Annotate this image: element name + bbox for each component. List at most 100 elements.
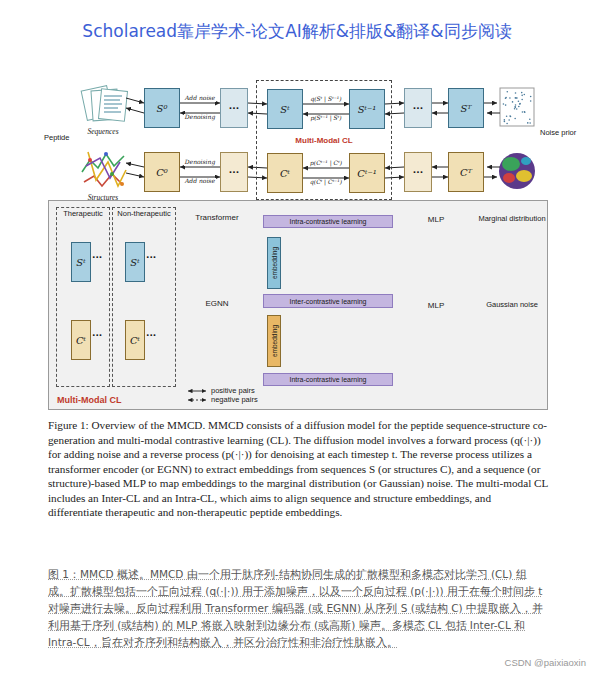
detail-panel: Multi-Modal CLTherapeuticSᵗCᵗNon-therape… bbox=[48, 200, 548, 410]
ellipsis: ··· bbox=[146, 330, 156, 340]
sequence-box: Sᵗ bbox=[71, 242, 91, 282]
node-text: Marginal distribution bbox=[477, 215, 547, 223]
connector bbox=[126, 173, 144, 177]
edge-label: q(Sᵗ | Sᵗ⁻¹) bbox=[309, 96, 342, 103]
node-text: Cᵗ⁻¹ bbox=[357, 168, 376, 179]
legend-sample bbox=[186, 388, 208, 394]
legend-text: positive pairs bbox=[211, 386, 255, 395]
anchor-area bbox=[78, 148, 126, 188]
connector bbox=[126, 163, 144, 167]
anchor-area bbox=[183, 315, 249, 377]
anchor-area bbox=[479, 327, 541, 375]
structure-box: Cᵗ bbox=[71, 320, 91, 360]
edge-label: p(Sᵗ⁻¹ | Sᵗ) bbox=[309, 115, 342, 122]
node-text: EGNN bbox=[179, 299, 255, 308]
noise-sequence-icon bbox=[500, 88, 534, 126]
node-text: Inter-contrastive learning bbox=[289, 298, 366, 305]
structure-box: Cᵗ bbox=[267, 153, 303, 193]
network-block: Transformer bbox=[179, 213, 255, 295]
anchor-area bbox=[183, 229, 249, 291]
ellipsis: ··· bbox=[92, 252, 102, 262]
sequence-box: Sᵗ bbox=[267, 89, 303, 129]
ellipsis: ··· bbox=[146, 252, 156, 262]
legend-sample bbox=[186, 397, 208, 403]
node-text: ··· bbox=[413, 167, 423, 177]
ellipsis-box: ··· bbox=[404, 88, 432, 128]
node-text: embedding bbox=[271, 325, 278, 357]
node-text: Intra-contrastive learning bbox=[289, 218, 366, 225]
node-text: Sᵗ bbox=[76, 257, 85, 268]
plot-node: Gaussian noise bbox=[477, 301, 547, 381]
noise-structure-icon bbox=[499, 153, 535, 189]
ellipsis: ··· bbox=[92, 330, 102, 340]
connector bbox=[432, 103, 448, 104]
legend-row: negative pairs bbox=[186, 395, 258, 404]
node-text: Multi-Modal CL bbox=[295, 136, 352, 145]
structure-box: Cᵀ bbox=[448, 152, 484, 192]
node-text: ··· bbox=[229, 103, 239, 113]
embedding-box: embedding bbox=[267, 315, 281, 367]
network-block: MLP bbox=[401, 301, 471, 381]
node-text: Cᵗ bbox=[76, 335, 86, 346]
anchor-area bbox=[403, 317, 465, 375]
header-title: Scholaread靠岸学术-论文AI解析&排版&翻译&同步阅读 bbox=[0, 20, 594, 43]
plot-node: Marginal distribution bbox=[477, 215, 547, 291]
node-text: Multi-Modal CL bbox=[57, 395, 122, 405]
watermark: CSDN @paixiaoxin bbox=[505, 657, 586, 668]
connector bbox=[432, 167, 448, 168]
group-box: Non-therapeuticSᵗCᵗ bbox=[112, 207, 176, 387]
node-text: Sᵀ bbox=[460, 103, 471, 114]
structure-box: Cᵗ bbox=[125, 320, 145, 360]
node-text: Cᵀ bbox=[460, 167, 472, 178]
contrastive-bar: Inter-contrastive learning bbox=[263, 294, 393, 308]
side-label: Peptide bbox=[44, 133, 69, 142]
node-text: MLP bbox=[401, 301, 471, 310]
node-text: C⁰ bbox=[156, 167, 168, 178]
node-text: Intra-contrastive learning bbox=[289, 376, 366, 383]
node-text: ··· bbox=[413, 103, 423, 113]
legend-row: positive pairs bbox=[186, 386, 258, 395]
node-text: ··· bbox=[229, 167, 239, 177]
ellipsis-box: ··· bbox=[220, 152, 248, 192]
connector bbox=[303, 104, 349, 105]
sequence-box: Sᵗ bbox=[125, 242, 145, 282]
network-block: EGNN bbox=[179, 299, 255, 383]
connector bbox=[385, 177, 404, 178]
embedding-box: embedding bbox=[267, 237, 281, 289]
connector bbox=[303, 168, 349, 169]
node-text: Gaussian noise bbox=[477, 301, 547, 309]
figure-caption: Figure 1: Overview of the MMCD. MMCD con… bbox=[48, 418, 548, 520]
side-label: Noise prior bbox=[540, 128, 576, 137]
node-text: Non-therapeutic bbox=[113, 208, 175, 218]
connector bbox=[248, 167, 267, 168]
node-text: Sᵗ bbox=[280, 104, 289, 115]
edge-label: Add noise bbox=[184, 95, 216, 102]
structure-box: Cᵗ⁻¹ bbox=[349, 153, 385, 193]
anchor-area bbox=[403, 231, 465, 289]
node-text: Cᵗ bbox=[280, 168, 290, 179]
ellipsis-box: ··· bbox=[404, 152, 432, 192]
edge-label: Add noise bbox=[184, 178, 216, 185]
node-text: Sequences bbox=[74, 127, 132, 136]
sequence-box: Sᵀ bbox=[448, 88, 484, 128]
connector bbox=[180, 167, 220, 168]
edge-label: Denoising bbox=[184, 114, 216, 121]
connector bbox=[126, 98, 144, 103]
image-node: Structures bbox=[74, 146, 132, 202]
edge-label: p(Cᵗ⁻¹ | Cᵗ) bbox=[309, 160, 343, 167]
connector bbox=[180, 103, 220, 104]
edge-label: q(Cᵗ | Cᵗ⁻¹) bbox=[309, 179, 343, 186]
node-text: Sᵗ⁻¹ bbox=[358, 104, 377, 115]
connector bbox=[432, 113, 448, 114]
node-text: MLP bbox=[401, 215, 471, 224]
network-block: MLP bbox=[401, 215, 471, 293]
edge-label: Denoising bbox=[184, 159, 216, 166]
sequence-box: S⁰ bbox=[144, 88, 180, 128]
node-text: embedding bbox=[271, 247, 278, 279]
connector bbox=[248, 103, 267, 104]
node-text: Transformer bbox=[179, 213, 255, 222]
connector bbox=[126, 108, 144, 113]
connector bbox=[248, 113, 267, 114]
sequence-box: Sᵗ⁻¹ bbox=[349, 89, 385, 129]
connector bbox=[385, 167, 404, 168]
